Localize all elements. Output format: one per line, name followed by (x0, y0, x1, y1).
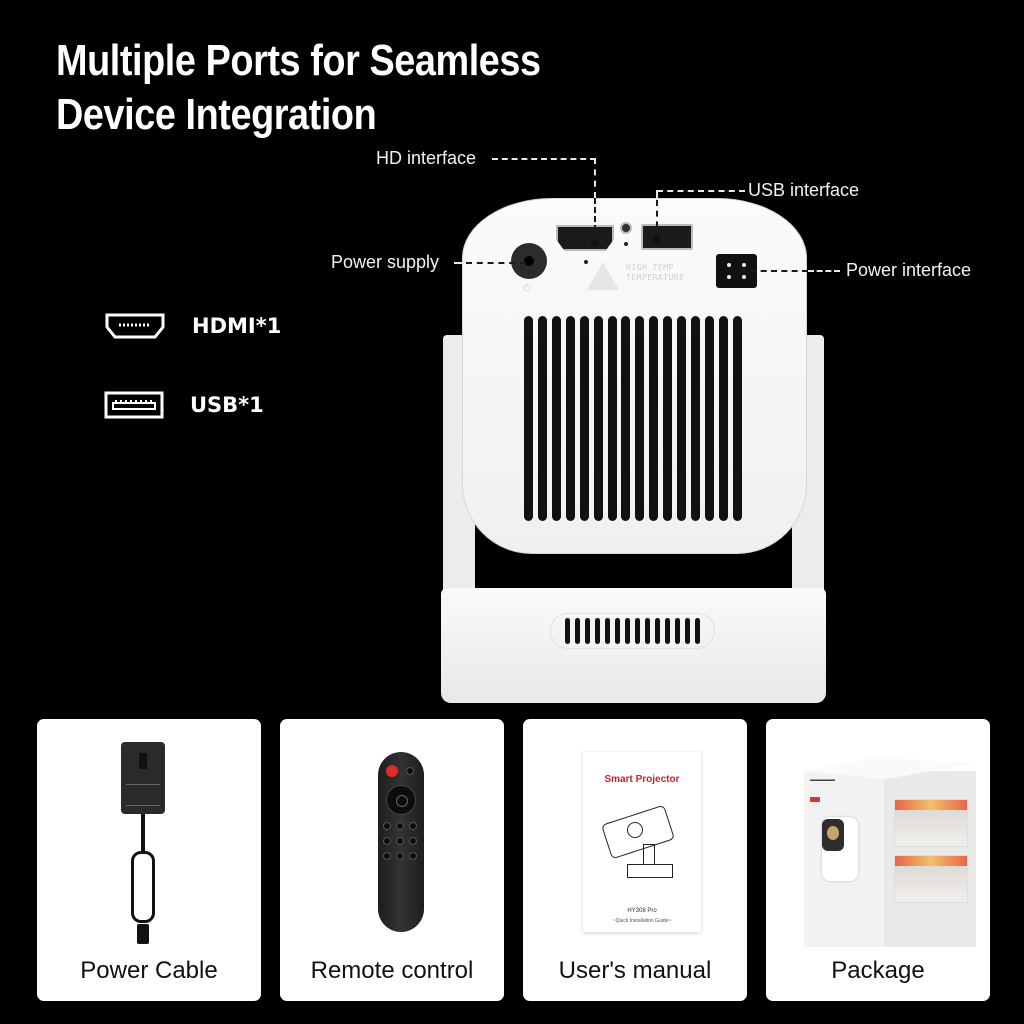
remote-button (383, 837, 391, 845)
cord (141, 814, 145, 854)
leader-line (492, 158, 596, 160)
spec-label-usb: USB*1 (190, 393, 264, 417)
projector-base (441, 588, 826, 703)
accessory-caption: Remote control (310, 957, 474, 984)
remote-button (409, 837, 417, 845)
leader-dot (591, 239, 599, 247)
hdmi-port (556, 225, 614, 251)
remote-dpad (386, 785, 416, 815)
projector-sketch-lens (627, 822, 643, 838)
box-photo (894, 855, 968, 903)
accessory-caption: User's manual (558, 957, 712, 984)
adapter-label (126, 784, 160, 806)
manual-subtitle: ~Quick Installation Guide~ (612, 918, 672, 924)
accessory-card-power-cable: Power Cable (37, 719, 261, 1001)
leader-line (656, 200, 658, 238)
manual-title: Smart Projector (604, 774, 680, 785)
spec-hdmi: HDMI*1 (104, 311, 281, 341)
indicator-led (620, 222, 632, 234)
projector-sketch-post (643, 844, 655, 864)
leader-line (466, 262, 526, 264)
accessory-card-remote-control: Remote control (280, 719, 504, 1001)
leader-line (594, 158, 596, 198)
accessory-card-users-manual: Smart Projector HY308 Pro ~Quick Install… (523, 719, 747, 1001)
manual-booklet: Smart Projector HY308 Pro ~Quick Install… (583, 752, 701, 932)
warning-triangle-icon (587, 262, 619, 290)
title-line-1: Multiple Ports for Seamless (56, 36, 541, 85)
base-vent (550, 613, 715, 649)
hdmi-dot (584, 260, 588, 264)
remote-button (383, 822, 391, 830)
remote-button (409, 852, 417, 860)
box-brand: ▬▬▬▬▬ (810, 777, 835, 783)
leader-line (808, 270, 840, 272)
led-dot (624, 242, 628, 246)
callout-power-interface: Power interface (846, 260, 972, 280)
warning-text: HIGH TEMP TEMPERATURE (626, 263, 685, 282)
remote-button (409, 822, 417, 830)
leader-dot (653, 235, 661, 243)
plug-prong (139, 753, 147, 769)
box-badge (810, 797, 820, 802)
spec-label-hdmi: HDMI*1 (192, 314, 282, 338)
remote-button (396, 822, 404, 830)
title-line-2: Device Integration (56, 90, 377, 139)
leader-line (740, 270, 808, 272)
accessory-card-package: ▬▬▬▬▬ Package (766, 719, 990, 1001)
callout-hd-interface: HD interface (376, 148, 477, 168)
cord-coil (131, 851, 155, 923)
spec-usb: USB*1 (104, 391, 264, 419)
page-title: Multiple Ports for Seamless Device Integ… (56, 34, 541, 142)
box-photo (894, 799, 968, 847)
remote-button (396, 852, 404, 860)
remote-button (406, 767, 414, 775)
usb-port (641, 224, 693, 250)
remote-button (383, 852, 391, 860)
head-vent-grille (508, 316, 758, 521)
usb-port-icon (104, 391, 164, 419)
accessory-caption: Package (831, 957, 925, 984)
remote-power-button (386, 765, 398, 777)
leader-line (594, 198, 596, 240)
callout-usb-interface: USB interface (748, 180, 860, 200)
power-icon: ⏻ (523, 283, 531, 294)
leader-line (657, 190, 745, 192)
hdmi-port-icon (105, 313, 165, 339)
accessory-caption: Power Cable (80, 957, 218, 984)
remote-control (378, 752, 424, 932)
power-jack-pin (524, 256, 534, 266)
manual-model: HY308 Pro (627, 908, 657, 914)
callout-power-supply: Power supply (331, 252, 440, 272)
remote-button (396, 837, 404, 845)
leader-line (656, 190, 658, 200)
projector-sketch-base (627, 864, 673, 878)
leader-line (454, 262, 464, 264)
box-projector-lens (822, 819, 844, 851)
dc-connector (137, 924, 149, 944)
